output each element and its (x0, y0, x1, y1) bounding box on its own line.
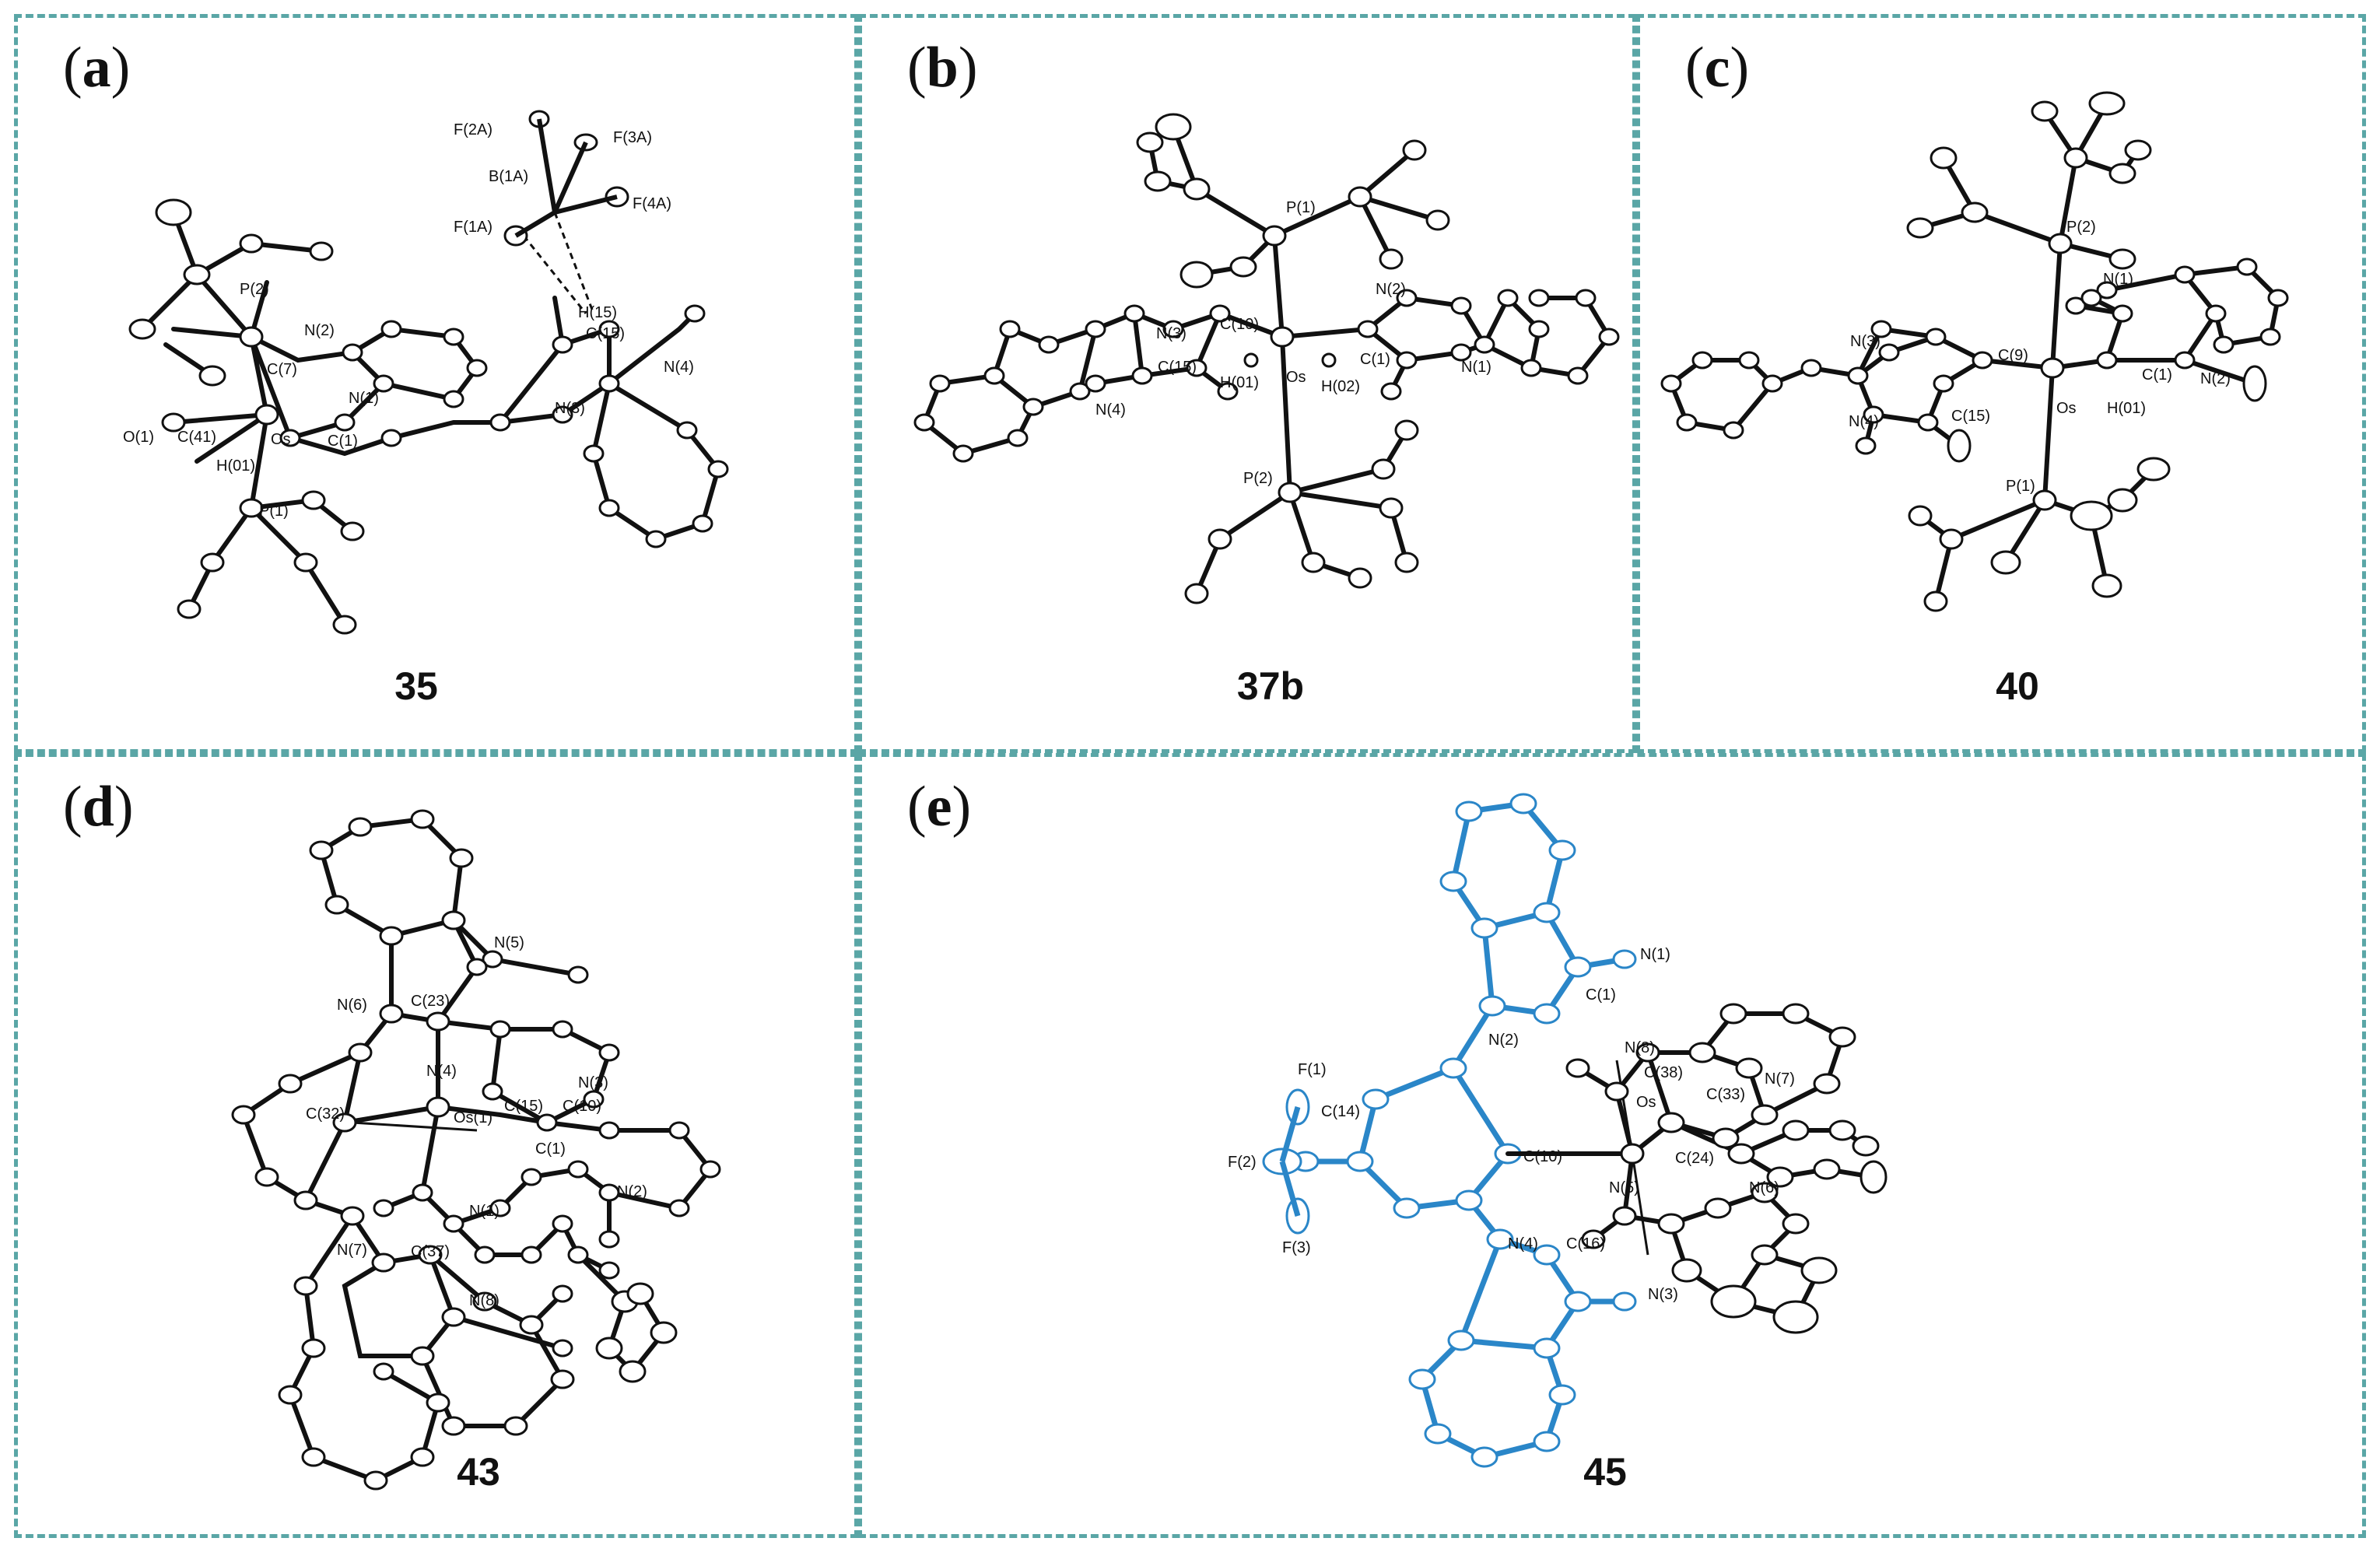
atom-label: C(1) (328, 433, 358, 450)
atom-label: N(6) (337, 997, 367, 1014)
atom-label: C(1) (1586, 986, 1616, 1004)
compound-number-35: 35 (394, 664, 438, 708)
atom-label: C(1) (535, 1140, 566, 1158)
atom-label: N(2) (304, 322, 335, 339)
atom-label: C(15) (1158, 359, 1197, 376)
atom-label: F(3A) (613, 129, 652, 146)
atom-label: N(8) (469, 1292, 499, 1309)
atom-label: N(3) (1156, 325, 1186, 342)
atom-label: F(2) (1228, 1154, 1257, 1171)
atom-label: C(38) (1644, 1064, 1683, 1081)
atom-label: C(23) (411, 993, 450, 1010)
atom-label: P(1) (259, 503, 289, 520)
atom-label: C(15) (504, 1098, 543, 1115)
atom-label: C(32) (306, 1105, 345, 1123)
atom-label: N(1) (1461, 359, 1491, 376)
atom-label: Os(1) (454, 1109, 492, 1126)
panel-label-c: (c) (1685, 36, 1750, 100)
molecule-structure-37b: P(1) N(2) N(3) C(10) C(1) N(1) C(15) Os … (913, 113, 1620, 604)
panel-a: (a) (14, 14, 858, 753)
atom-label: N(1) (349, 390, 379, 407)
atom-label: F(1) (1298, 1061, 1327, 1078)
compound-number-43: 43 (457, 1450, 500, 1494)
atom-label: C(24) (1675, 1150, 1714, 1167)
atom-label: N(3) (555, 400, 585, 417)
atom-label: C(7) (267, 361, 297, 378)
atom-label: N(1) (1640, 946, 1670, 963)
atom-label: H(15) (578, 304, 617, 321)
atom-label: N(7) (1765, 1070, 1795, 1088)
atom-label: N(2) (1376, 281, 1406, 298)
atom-label: N(3) (578, 1074, 608, 1091)
atom-label: N(7) (337, 1242, 367, 1259)
atom-label: C(15) (586, 325, 625, 342)
molecule-structure-35: F(2A) F(3A) B(1A) F(1A) F(4A) P(2) H(15)… (123, 110, 729, 635)
panel-label-b: (b) (907, 36, 978, 100)
atom-label: C(37) (411, 1243, 450, 1260)
atom-label: P(2) (240, 281, 269, 298)
atom-label: N(4) (1095, 401, 1126, 419)
atom-label: F(3) (1282, 1239, 1311, 1256)
atom-label: H(01) (216, 457, 255, 475)
atom-label: C(15) (1951, 408, 1990, 425)
atom-label: C(14) (1321, 1103, 1360, 1120)
atom-label: N(3) (1648, 1286, 1678, 1303)
atom-label: P(1) (1286, 199, 1316, 216)
panel-e: (e) (858, 753, 2366, 1538)
atom-label: O(1) (123, 429, 154, 446)
atom-label: N(6) (1749, 1179, 1779, 1196)
atom-label: C(16) (1566, 1235, 1605, 1252)
molecule-structure-43: N(5) N(6) C(23) N(4) N(3) C(32) Os(1) C(… (231, 809, 721, 1491)
atom-label: N(4) (1849, 413, 1879, 430)
atom-label: N(5) (494, 934, 524, 951)
atom-label: F(2A) (454, 121, 492, 138)
atom-label: C(33) (1706, 1086, 1745, 1103)
atom-label: N(4) (426, 1063, 457, 1080)
atom-label: H(01) (1220, 374, 1259, 391)
panel-label-a: (a) (63, 36, 131, 100)
atom-label: C(10) (563, 1098, 601, 1115)
atom-label: N(8) (1625, 1039, 1655, 1056)
atom-label: C(10) (1220, 316, 1259, 333)
atom-label: F(1A) (454, 219, 492, 236)
atom-label: P(2) (1243, 470, 1273, 487)
atom-label: Os (1636, 1094, 1656, 1111)
panel-d: (d) (14, 753, 858, 1538)
atom-label: N(1) (2103, 271, 2133, 288)
atom-label: N(2) (2200, 370, 2231, 387)
atom-label: C(9) (1998, 347, 2028, 364)
atom-label: N(1) (469, 1203, 499, 1220)
atom-label: N(4) (1508, 1235, 1538, 1252)
panel-label-d: (d) (63, 775, 134, 839)
compound-number-40: 40 (1996, 664, 2039, 708)
atom-label: N(5) (1609, 1179, 1639, 1196)
panel-label-e: (e) (907, 775, 972, 839)
atom-label: P(2) (2066, 219, 2096, 236)
atom-label: B(1A) (489, 168, 528, 185)
atom-label: P(1) (2006, 478, 2035, 495)
atom-label: C(10) (1523, 1148, 1562, 1165)
panel-c: (c) (1636, 14, 2366, 753)
compound-number-37b: 37b (1236, 664, 1305, 708)
atom-label: N(2) (1488, 1032, 1519, 1049)
panel-b: (b) (858, 14, 1636, 753)
atom-label: N(3) (1850, 333, 1881, 350)
atom-label: F(4A) (633, 195, 671, 212)
atom-label: Os (2056, 400, 2077, 417)
atom-label: N(2) (617, 1183, 647, 1200)
atom-label: N(4) (664, 359, 694, 376)
atom-label: H(02) (1321, 378, 1360, 395)
compound-number-45: 45 (1583, 1450, 1627, 1494)
atom-label: Os (1286, 369, 1306, 386)
molecule-structure-45: N(1) C(1) N(2) N(8) F(1) C(38) N(7) C(14… (1228, 793, 1888, 1468)
atom-label: C(1) (2142, 366, 2172, 384)
atom-label: Os (271, 431, 291, 448)
atom-label: H(01) (2107, 400, 2146, 417)
molecule-structure-40: P(2) N(1) N(3) C(9) C(1) N(2) N(4) C(15)… (1660, 91, 2289, 612)
atom-label: C(1) (1360, 351, 1390, 368)
atom-label: C(41) (177, 429, 216, 446)
